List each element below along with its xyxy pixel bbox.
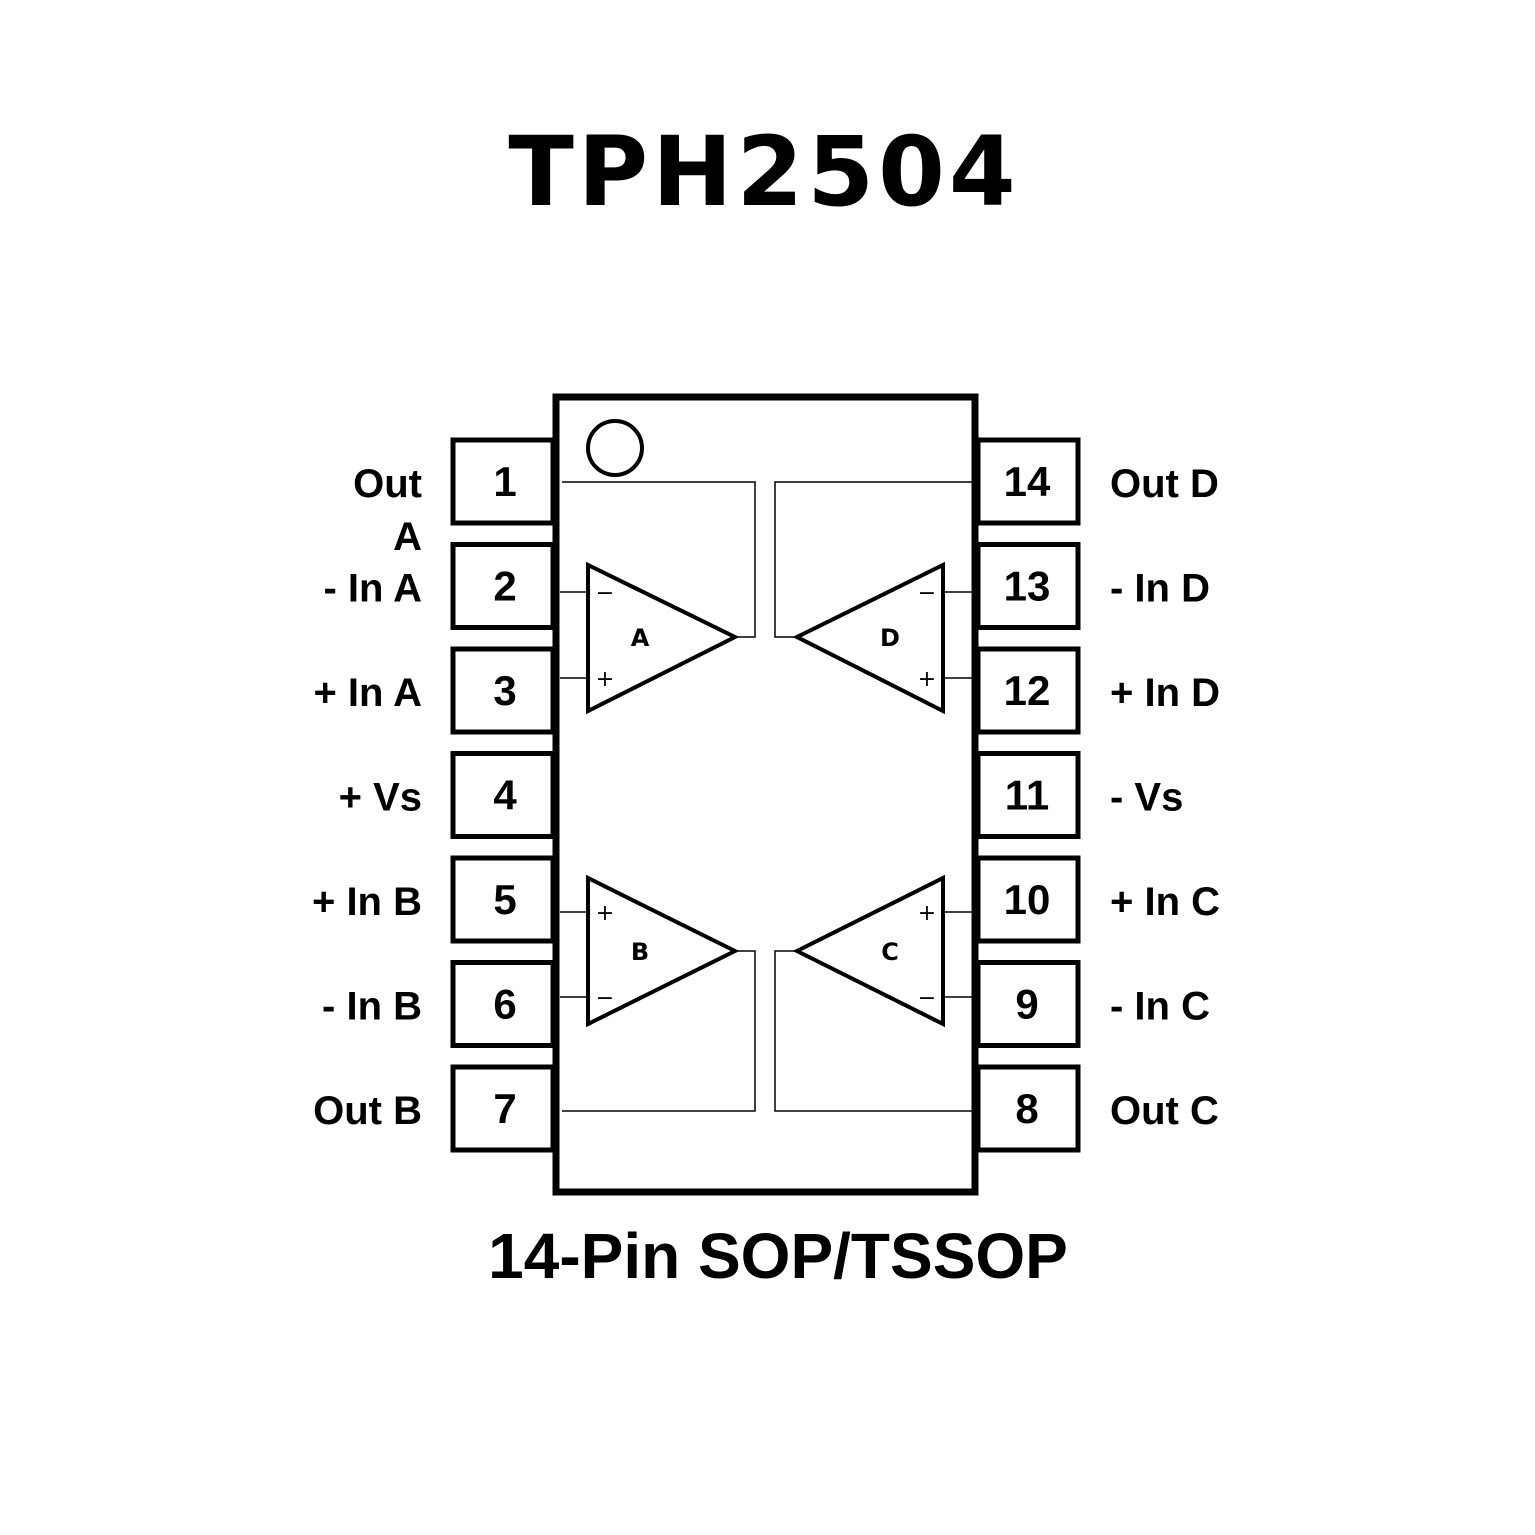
pin-number: 3	[493, 667, 516, 714]
amplifier-b: B + −	[586, 874, 740, 1028]
pin-5: 5 + In B	[312, 855, 556, 944]
amplifier-a: A − +	[586, 561, 740, 715]
amplifier-d: D − +	[792, 561, 945, 715]
pin-number: 14	[1004, 458, 1051, 505]
svg-text:A: A	[631, 624, 650, 652]
pin-pad	[975, 1064, 1081, 1153]
pin-pad	[450, 1064, 556, 1153]
pin-13: 13 - In D	[975, 542, 1210, 630]
pin-number: 5	[493, 876, 516, 923]
svg-text:D: D	[880, 624, 900, 652]
svg-text:B: B	[631, 938, 649, 966]
svg-text:+: +	[596, 901, 614, 926]
svg-text:−: −	[918, 581, 936, 606]
pin-number: 11	[1005, 772, 1049, 819]
pin-label: + In C	[1110, 880, 1220, 924]
pin-9: 9 - In C	[975, 960, 1210, 1048]
pin-pad	[975, 646, 1081, 735]
pin-label: - In D	[1110, 567, 1210, 611]
pin-number: 13	[1004, 563, 1051, 610]
pin-number: 1	[493, 458, 516, 505]
svg-text:−: −	[918, 986, 936, 1011]
pin-pad	[975, 437, 1081, 526]
svg-text:C: C	[881, 938, 899, 966]
pin-number: 6	[493, 981, 516, 1028]
svg-text:−: −	[596, 986, 614, 1011]
chip-body	[552, 393, 979, 1196]
pin-pad	[450, 542, 556, 630]
pin-number: 2	[493, 563, 516, 610]
pin-label: - In B	[322, 985, 422, 1029]
pin-7: 7 Out B	[313, 1064, 556, 1153]
pin-label: Out D	[1110, 462, 1219, 506]
svg-text:+: +	[596, 667, 614, 692]
pin-label: - Vs	[1110, 776, 1183, 820]
svg-text:−: −	[596, 581, 614, 606]
pin-6: 6 - In B	[322, 960, 556, 1048]
pin-number: 10	[1004, 876, 1051, 923]
pin-label: + In B	[312, 880, 422, 924]
pin-label: Out C	[1110, 1089, 1219, 1133]
pin-pad	[450, 855, 556, 944]
pin-pad	[450, 960, 556, 1048]
pin-pad	[450, 751, 556, 839]
pin-14: 14 Out D	[975, 437, 1219, 526]
pin-label: Out	[353, 462, 422, 506]
pin-label: - In C	[1110, 985, 1210, 1029]
pin-number: 7	[493, 1085, 516, 1132]
pin-10: 10 + In C	[975, 855, 1220, 944]
pin-number: 9	[1015, 981, 1038, 1028]
svg-text:+: +	[918, 667, 936, 692]
pin-label-line2: A	[393, 515, 422, 559]
pin-number: 4	[493, 772, 517, 819]
pin-label: + In A	[313, 671, 422, 715]
pin-4: 4 + Vs	[339, 751, 556, 839]
pin-pad	[975, 855, 1081, 944]
pin-8: 8 Out C	[975, 1064, 1219, 1153]
pin-label: + Vs	[339, 776, 422, 820]
svg-text:+: +	[918, 901, 936, 926]
pin-number: 12	[1004, 667, 1051, 714]
package-label: 14-Pin SOP/TSSOP	[488, 1220, 1068, 1292]
pin-3: 3 + In A	[313, 646, 556, 735]
pin-label: + In D	[1110, 671, 1220, 715]
pin-number: 8	[1015, 1085, 1038, 1132]
pin-pad	[975, 542, 1081, 630]
pin-11: 11 - Vs	[975, 751, 1183, 839]
chip-title: TPH2504	[508, 116, 1019, 228]
pin-12: 12 + In D	[975, 646, 1220, 735]
internal-wiring	[560, 481, 972, 1112]
pin-pad	[450, 437, 556, 526]
pin-pad	[975, 751, 1081, 839]
pin-2: 2 - In A	[324, 542, 556, 630]
pin-label: Out B	[313, 1089, 422, 1133]
amplifier-c: C + −	[792, 874, 945, 1028]
pin-pad	[975, 960, 1081, 1048]
pin-label: - In A	[324, 567, 423, 611]
pin1-marker-icon	[586, 419, 644, 477]
pin-pad	[450, 646, 556, 735]
